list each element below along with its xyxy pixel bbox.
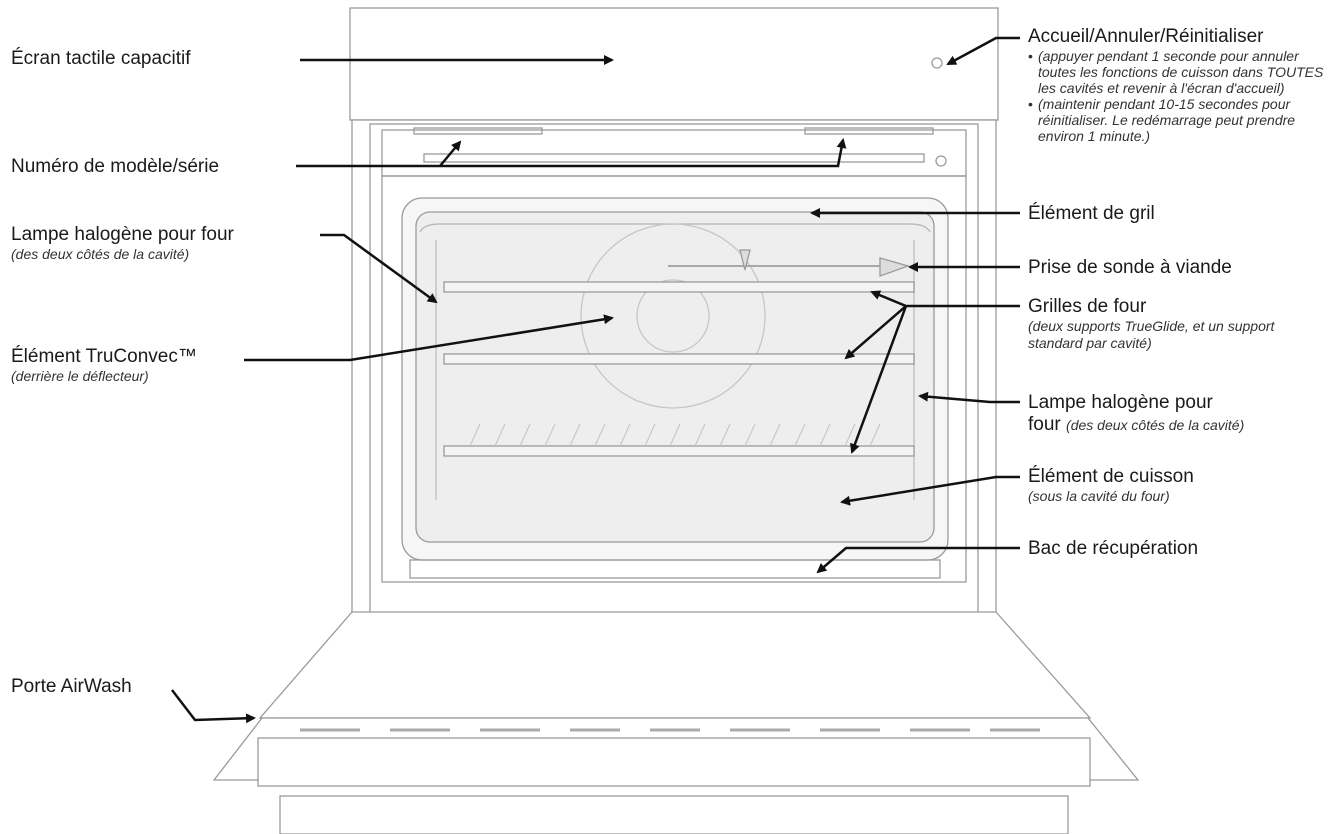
arrow-model-serial-left xyxy=(439,140,462,167)
label-halogen-right-line2: four xyxy=(1028,414,1061,435)
label-touchscreen: Écran tactile capacitif xyxy=(11,48,191,69)
label-airwash: Porte AirWash xyxy=(11,676,132,697)
arrow-halogen-left xyxy=(320,233,438,304)
label-truconvec-group: Élément TruConvec™ (derrière le déflecte… xyxy=(11,346,197,385)
label-halogen-right-line2-wrap: four (des deux côtés de la cavité) xyxy=(1028,414,1244,436)
label-halogen-left-group: Lampe halogène pour four (des deux côtés… xyxy=(11,224,234,263)
label-drip: Bac de récupération xyxy=(1028,538,1199,559)
home-note-1: (appuyer pendant 1 seconde pour annuler … xyxy=(1028,48,1338,96)
arrow-racks-bottom xyxy=(850,305,908,454)
arrow-halogen-right xyxy=(918,391,1020,404)
arrow-bake xyxy=(840,475,1020,506)
label-home-cancel-group: Accueil/Annuler/Réinitialiser (appuyer p… xyxy=(1028,26,1338,144)
arrow-racks-middle xyxy=(844,305,907,360)
label-halogen-right-line1: Lampe halogène pour xyxy=(1028,392,1213,413)
control-panel xyxy=(349,7,999,121)
arrow-truconvec xyxy=(244,314,614,362)
label-racks-group: Grilles de four (deux supports TrueGlide… xyxy=(1028,296,1318,352)
label-bake-group: Élément de cuisson (sous la cavité du fo… xyxy=(1028,466,1194,505)
rack-bottom xyxy=(443,445,915,457)
label-home-cancel: Accueil/Annuler/Réinitialiser xyxy=(1028,26,1264,47)
label-model-serial: Numéro de modèle/série xyxy=(11,156,220,177)
drip-tray xyxy=(409,559,941,579)
oven-illustration xyxy=(212,7,1140,834)
label-racks-sub: (deux supports TrueGlide, et un support … xyxy=(1028,318,1275,351)
home-note-2: (maintenir pendant 10-15 secondes pour r… xyxy=(1028,96,1338,144)
label-halogen-right-group: Lampe halogène pour four (des deux côtés… xyxy=(1028,392,1244,436)
label-halogen-left-sub: (des deux côtés de la cavité) xyxy=(11,246,190,262)
arrow-airwash xyxy=(171,689,256,724)
arrow-home-cancel xyxy=(946,36,1020,66)
rack-top xyxy=(443,281,915,293)
airwash-door xyxy=(258,611,1092,719)
label-probe: Prise de sonde à viande xyxy=(1028,257,1232,278)
label-bake-sub: (sous la cavité du four) xyxy=(1028,488,1170,504)
label-racks: Grilles de four xyxy=(1028,296,1147,317)
leader-arrows xyxy=(171,36,1020,724)
label-halogen-right-sub: (des deux côtés de la cavité) xyxy=(1066,417,1245,433)
label-truconvec: Élément TruConvec™ xyxy=(11,346,197,367)
rack-middle xyxy=(443,353,915,365)
label-broil: Élément de gril xyxy=(1028,203,1155,224)
home-cancel-icon xyxy=(931,57,943,69)
label-truconvec-sub: (derrière le déflecteur) xyxy=(11,368,149,384)
label-halogen-left: Lampe halogène pour four xyxy=(11,224,234,245)
arrow-model-serial xyxy=(296,138,847,168)
label-bake: Élément de cuisson xyxy=(1028,466,1194,487)
convection-fan xyxy=(580,223,766,409)
arrow-drip xyxy=(816,546,1020,574)
